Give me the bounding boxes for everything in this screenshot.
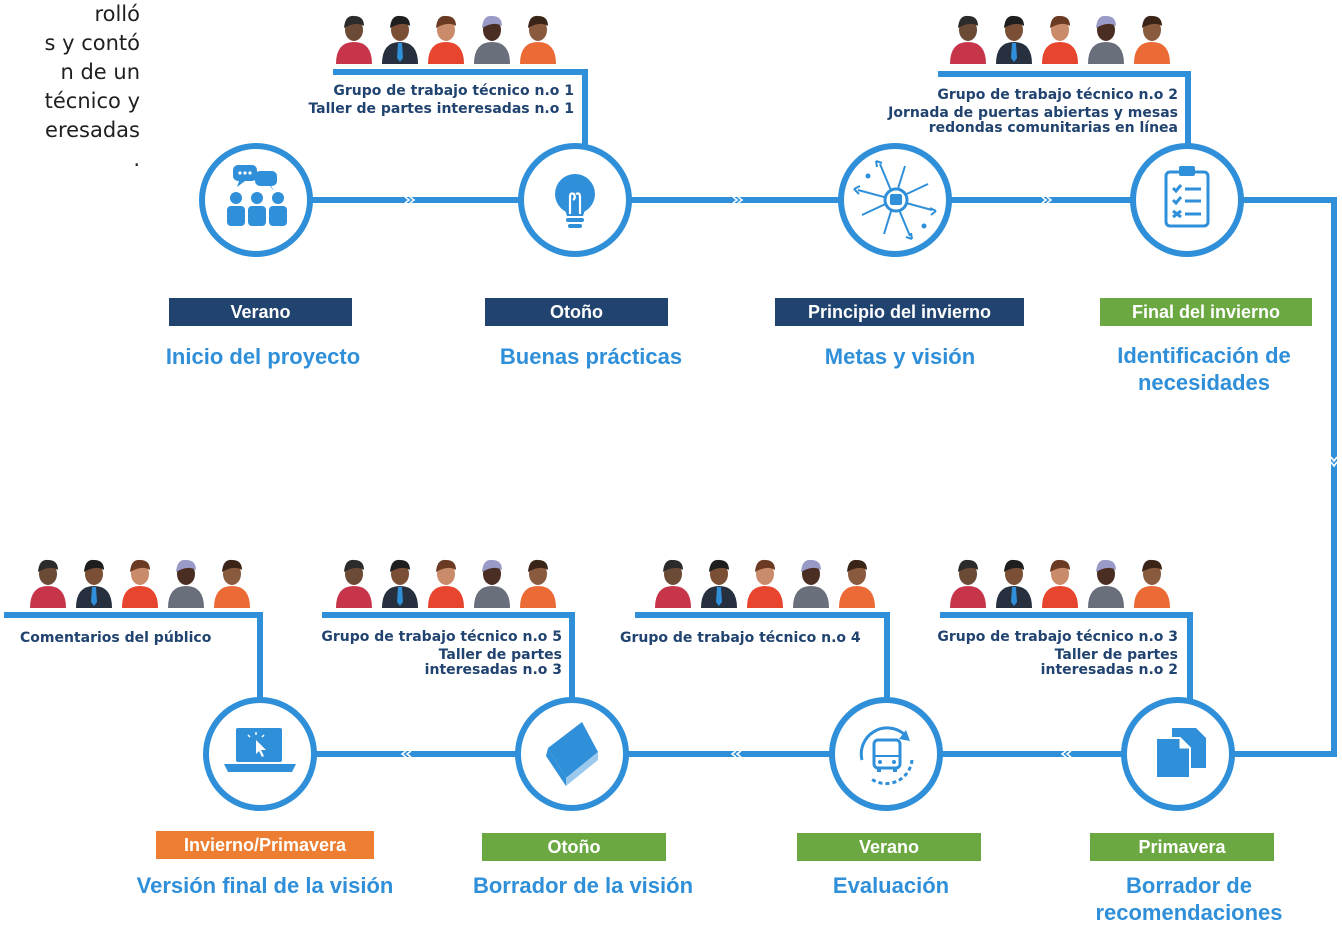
stage-circle-evaluacion (829, 697, 943, 811)
person-figure (76, 559, 112, 608)
stakeholder-figures (950, 15, 1170, 64)
meeting-line: Taller de partes (438, 647, 562, 663)
person-figure (474, 15, 510, 64)
meeting-line: interesadas n.o 3 (424, 662, 562, 678)
meeting-line: Comentarios del público (20, 630, 212, 646)
person-figure (474, 559, 510, 608)
intro-text: rolló s y contó n de un técnico y eresad… (0, 0, 140, 174)
season-badge-evaluacion: Verano (797, 833, 981, 861)
meeting-line: interesadas n.o 2 (1040, 662, 1178, 678)
person-figure (428, 15, 464, 64)
person-figure (382, 15, 418, 64)
season-badge-recomendaciones: Primavera (1090, 833, 1274, 861)
meetings-recomendaciones: Grupo de trabajo técnico n.o 3 Taller de… (880, 628, 1178, 677)
meetings-buenas: Grupo de trabajo técnico n.o 1 Taller de… (230, 82, 574, 118)
meeting-line: Grupo de trabajo técnico n.o 4 (620, 630, 861, 646)
person-figure (747, 559, 783, 608)
stage-title-line: Borrador de (1126, 873, 1252, 898)
bus-cycle-icon (859, 726, 914, 786)
stakeholder-figures (655, 559, 875, 608)
season-badge-necesidades: Final del invierno (1100, 298, 1312, 326)
stage-title-line: necesidades (1137, 370, 1271, 395)
stage-title-line: Identificación de (1117, 343, 1291, 368)
stakeholder-figures (950, 559, 1170, 608)
season-badge-inicio: Verano (169, 298, 352, 326)
stage-title-necesidades: Identificación de necesidades (1068, 342, 1340, 396)
stage-title-recomendaciones: Borrador de recomendaciones (1058, 872, 1320, 926)
person-figure (1088, 559, 1124, 608)
person-figure (382, 559, 418, 608)
meeting-line: Grupo de trabajo técnico n.o 2 (937, 87, 1178, 103)
checklist-clipboard-icon (1164, 166, 1210, 228)
season-badge-buenas: Otoño (485, 298, 668, 326)
person-figure (950, 559, 986, 608)
person-figure (30, 559, 66, 608)
stage-title-buenas: Buenas prácticas (499, 344, 683, 369)
stakeholder-figures (30, 559, 250, 608)
person-figure (520, 15, 556, 64)
person-figure (655, 559, 691, 608)
person-figure (168, 559, 204, 608)
person-figure (950, 15, 986, 64)
person-figure (336, 559, 372, 608)
book-icon (546, 722, 598, 786)
person-figure (520, 559, 556, 608)
meeting-line: Jornada de puertas abiertas y mesas (888, 105, 1178, 121)
meeting-line: Taller de partes interesadas n.o 1 (308, 101, 574, 117)
season-badge-metas: Principio del invierno (775, 298, 1024, 326)
stage-title-line: recomendaciones (1095, 900, 1283, 925)
person-figure (1134, 15, 1170, 64)
intro-line: s y contó (44, 31, 140, 55)
intro-line: rolló (94, 2, 140, 26)
meetings-necesidades: Grupo de trabajo técnico n.o 2 Jornada d… (800, 86, 1178, 135)
stage-title-borrador: Borrador de la visión (472, 873, 694, 898)
intro-line: . (133, 147, 140, 171)
meeting-people-icon (227, 165, 287, 226)
meetings-borrador: Grupo de trabajo técnico n.o 5 Taller de… (270, 628, 562, 677)
meeting-line: Grupo de trabajo técnico n.o 1 (333, 83, 574, 99)
person-figure (1042, 15, 1078, 64)
meetings-final: Comentarios del público (20, 629, 211, 647)
person-figure (214, 559, 250, 608)
person-figure (996, 15, 1032, 64)
season-badge-final: Invierno/Primavera (156, 831, 374, 859)
stage-title-final: Versión final de la visión (136, 873, 394, 898)
meeting-line: Grupo de trabajo técnico n.o 3 (937, 629, 1178, 645)
season-badge-borrador: Otoño (482, 833, 666, 861)
stakeholder-figures (336, 15, 556, 64)
meeting-line: Grupo de trabajo técnico n.o 5 (321, 629, 562, 645)
lightbulb-icon (555, 174, 595, 228)
meetings-evaluacion: Grupo de trabajo técnico n.o 4 (620, 629, 861, 647)
person-figure (996, 559, 1032, 608)
stage-title-inicio: Inicio del proyecto (165, 344, 361, 369)
laptop-click-icon (224, 728, 296, 772)
person-figure (336, 15, 372, 64)
person-figure (793, 559, 829, 608)
intro-line: técnico y (44, 89, 140, 113)
stakeholder-figures (336, 559, 556, 608)
timeline-path (4, 69, 1337, 757)
person-figure (701, 559, 737, 608)
person-figure (1088, 15, 1124, 64)
intro-line: n de un (60, 60, 140, 84)
stage-title-evaluacion: Evaluación (832, 873, 950, 898)
person-figure (839, 559, 875, 608)
person-figure (1134, 559, 1170, 608)
meeting-line: redondas comunitarias en línea (928, 120, 1178, 136)
stage-title-metas: Metas y visión (824, 344, 976, 369)
person-figure (122, 559, 158, 608)
documents-icon (1155, 728, 1206, 779)
transit-map-icon (853, 160, 937, 240)
person-figure (1042, 559, 1078, 608)
intro-line: eresadas (45, 118, 140, 142)
meeting-line: Taller de partes (1054, 647, 1178, 663)
person-figure (428, 559, 464, 608)
